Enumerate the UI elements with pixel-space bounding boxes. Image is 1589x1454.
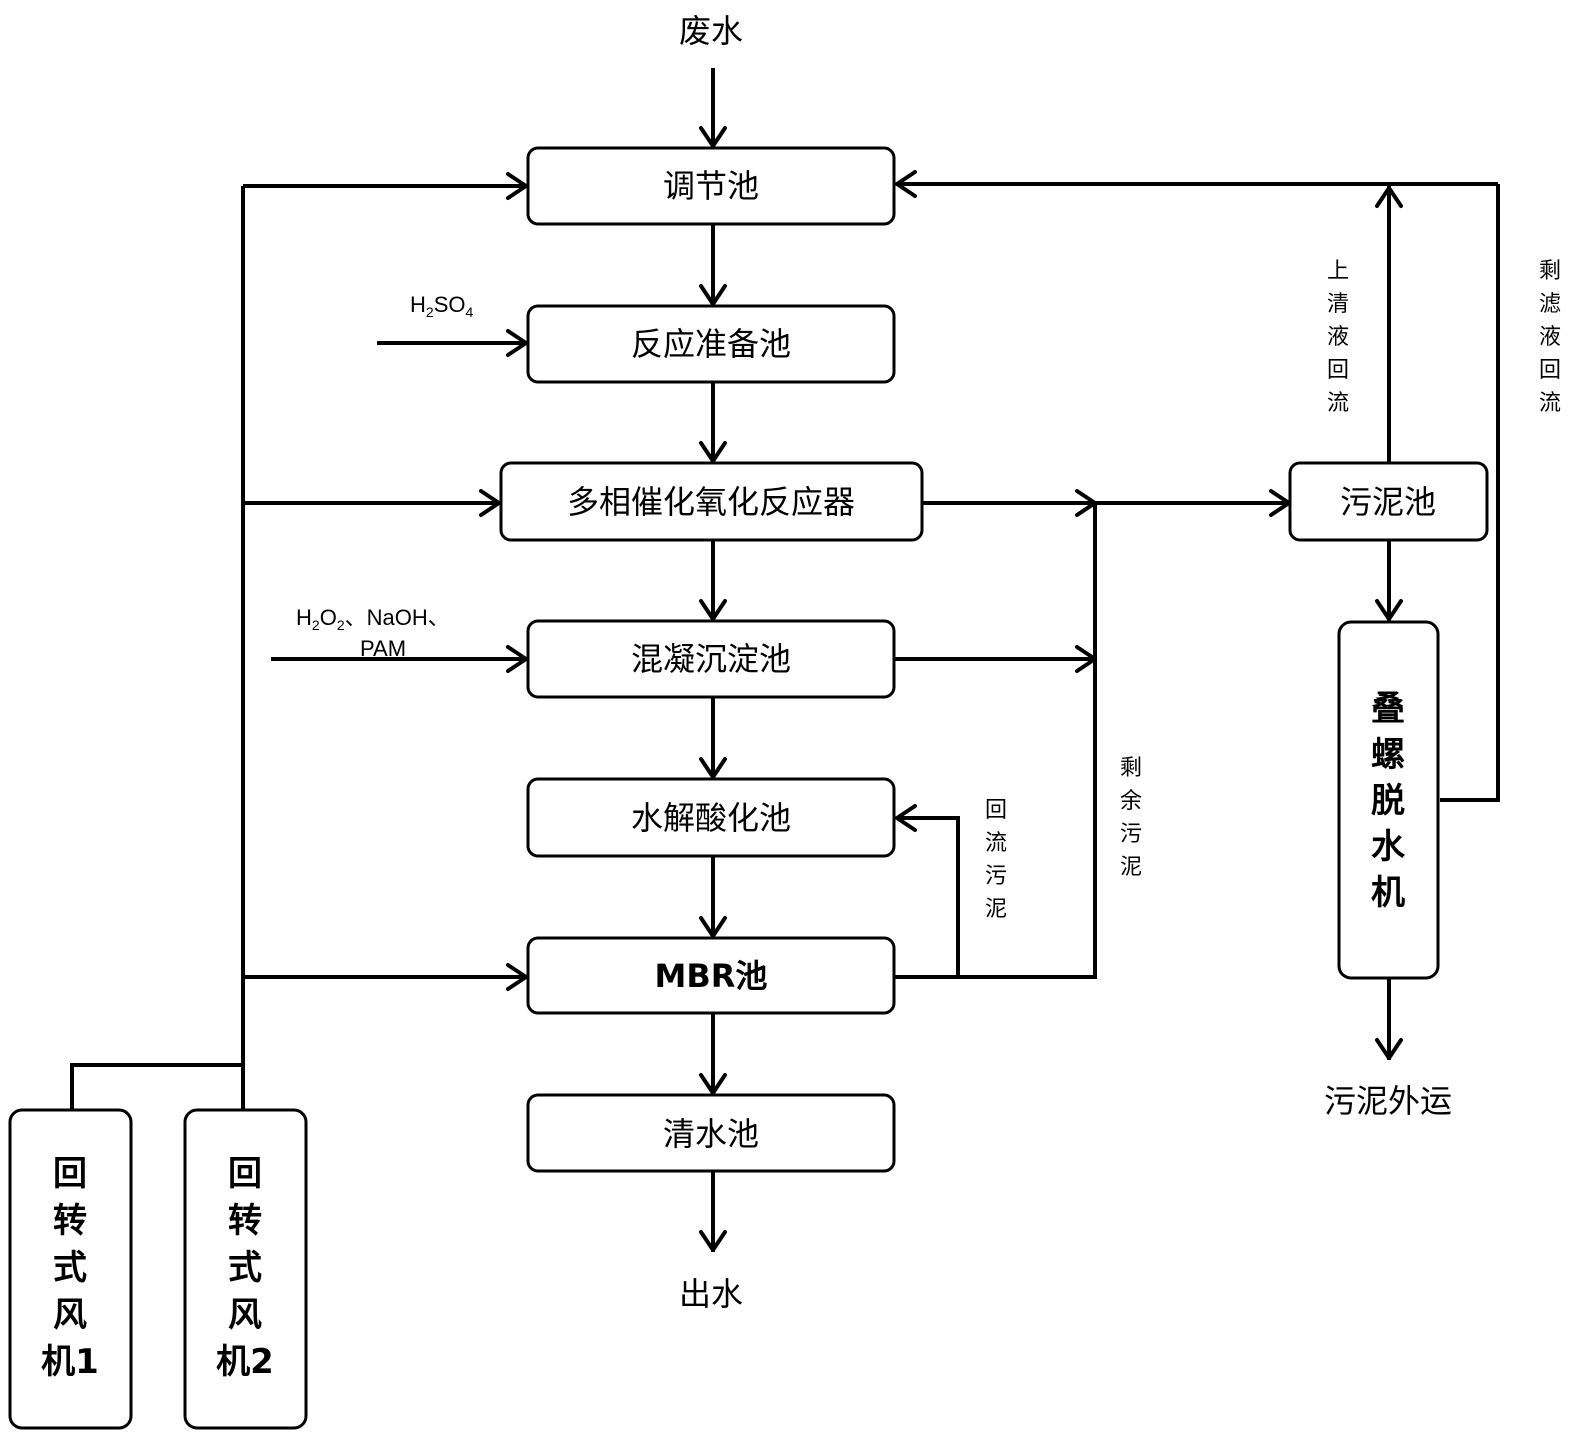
- output-label: 出水: [679, 1275, 743, 1313]
- clear-water-tank-box: 清水池: [526, 1093, 896, 1173]
- reaction-prep-tank-label: 反应准备池: [631, 325, 791, 363]
- h2so4-label: H2​SO4​: [410, 292, 473, 320]
- sludge-lines: [895, 489, 1403, 1060]
- blower-1-label: 回转式风机1: [41, 1154, 99, 1382]
- blower-1-box: 回转式风机1: [8, 1108, 133, 1430]
- return-sludge-label: 回流污泥: [985, 798, 1007, 922]
- arrowhead-to-clear: [699, 1073, 727, 1095]
- air-supply-lines: [70, 172, 528, 1110]
- excess-sludge-label: 剩余污泥: [1120, 756, 1142, 880]
- arrowhead-to-coag: [699, 599, 727, 621]
- coagulants-label-line1: H2​O2​、NaOH、: [296, 605, 450, 633]
- arrowhead-sludge-out: [1375, 1038, 1403, 1060]
- chemical-dosing-lines: [271, 329, 528, 673]
- arrowhead-to-output: [699, 1230, 727, 1252]
- hydrolysis-acidification-tank-label: 水解酸化池: [631, 799, 791, 837]
- arrowhead-return-sludge: [895, 804, 917, 832]
- supernatant-return-label: 上清液回流: [1327, 259, 1349, 416]
- catalytic-oxidation-reactor-label: 多相催化氧化反应器: [567, 483, 855, 521]
- arrowhead-h2so4: [506, 329, 528, 357]
- regulating-tank-box: 调节池: [526, 146, 896, 226]
- arrowhead-air-reactor: [479, 489, 501, 517]
- arrowhead-to-mbr: [699, 916, 727, 938]
- screw-dewatering-machine-label: 叠螺脱水机: [1371, 689, 1406, 913]
- arrowhead-air-regulating: [506, 172, 528, 200]
- clear-water-tank-label: 清水池: [663, 1115, 759, 1153]
- arrowhead-to-prep: [699, 284, 727, 306]
- filtrate-return-label: 剩滤液回流: [1539, 259, 1561, 416]
- catalytic-oxidation-reactor-box: 多相催化氧化反应器: [499, 461, 924, 542]
- screw-dewatering-machine-box: 叠螺脱水机: [1337, 620, 1440, 980]
- input-label: 废水: [679, 12, 743, 50]
- mbr-tank-box: MBR池: [526, 936, 896, 1015]
- mbr-tank-label: MBR池: [655, 957, 768, 995]
- sludge-out-label: 污泥外运: [1324, 1082, 1452, 1120]
- blower-2-box: 回转式风机2: [183, 1108, 308, 1430]
- arrowhead-coagulants: [506, 645, 528, 673]
- hydrolysis-acidification-tank-box: 水解酸化池: [526, 777, 896, 858]
- reaction-prep-tank-box: 反应准备池: [526, 304, 896, 384]
- arrowhead-supernatant-up: [1375, 186, 1403, 208]
- sludge-tank-label: 污泥池: [1340, 483, 1436, 521]
- arrowhead-air-mbr: [506, 963, 528, 991]
- regulating-tank-label: 调节池: [663, 167, 759, 205]
- arrowhead-to-dewatering: [1375, 599, 1403, 621]
- arrowhead-to-regulating: [699, 126, 727, 148]
- coagulants-label-line2: PAM: [360, 636, 406, 661]
- sludge-tank-box: 污泥池: [1288, 461, 1489, 542]
- arrowhead-to-hydro: [699, 757, 727, 779]
- arrowhead-to-reactor: [699, 441, 727, 463]
- blower-2-label: 回转式风机2: [216, 1154, 274, 1382]
- main-flow-connectors: [699, 68, 727, 1252]
- coagulation-sedimentation-tank-label: 混凝沉淀池: [631, 640, 791, 678]
- return-flow-lines: [895, 170, 1500, 802]
- arrowhead-return-regulating: [895, 170, 917, 198]
- coagulation-sedimentation-tank-box: 混凝沉淀池: [526, 619, 896, 699]
